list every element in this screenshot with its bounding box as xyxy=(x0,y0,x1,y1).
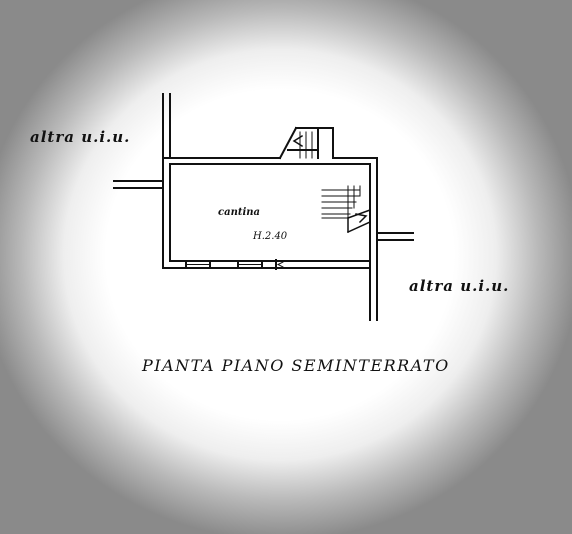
upper-stair-bump xyxy=(278,126,334,160)
right-party-wall xyxy=(369,157,378,321)
neighbor-unit-label-left: altra u.i.u. xyxy=(30,128,131,146)
right-stub-wall xyxy=(376,232,414,241)
room-name-label: cantina xyxy=(218,207,261,218)
room-height-label: H.2.40 xyxy=(253,231,288,242)
interior-staircase xyxy=(321,185,371,233)
room-outline xyxy=(162,157,378,269)
left-party-wall xyxy=(162,93,171,269)
plan-title: PIANTA PIANO SEMINTERRATO xyxy=(142,356,450,375)
neighbor-unit-label-right: altra u.i.u. xyxy=(409,277,510,295)
window-openings xyxy=(185,259,284,270)
left-stub-wall xyxy=(113,180,164,189)
